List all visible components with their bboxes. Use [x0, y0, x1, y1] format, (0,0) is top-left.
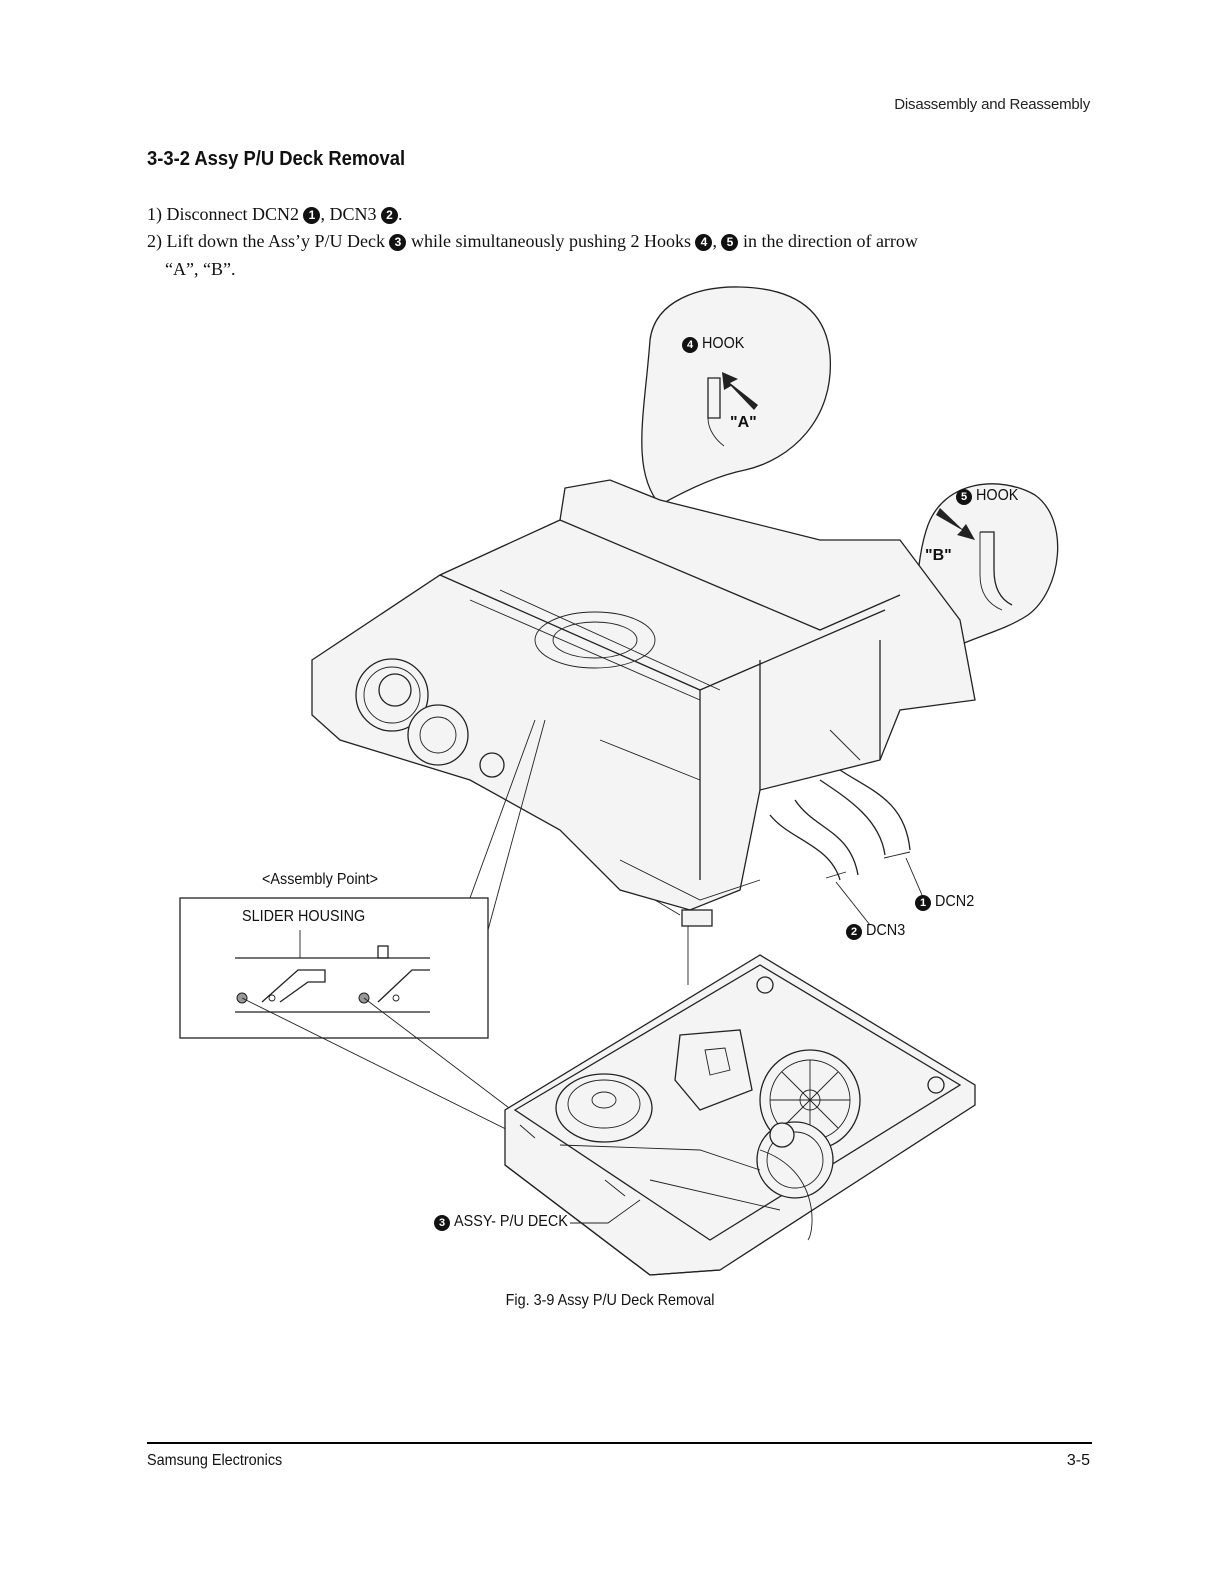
hook-4-label: 4 HOOK: [682, 335, 750, 353]
step-2-continuation: “A”, “B”.: [165, 259, 236, 279]
step-1-mid: , DCN3: [320, 204, 377, 224]
marker-2-figure: 2: [846, 924, 862, 940]
arrow-b-icon: [936, 508, 975, 540]
dcn2-label: 1 DCN2: [915, 893, 979, 911]
hook-5-label: 5 HOOK: [956, 487, 1024, 505]
arrow-b-label: "B": [925, 547, 952, 564]
arrow-a-icon: [722, 372, 758, 410]
gear-assembly-top: [355, 658, 505, 778]
marker-5-badge: 5: [721, 234, 739, 251]
step-2-sep: ,: [712, 231, 717, 251]
hook-5-text: HOOK: [976, 487, 1019, 504]
pu-deck-leader: [570, 1199, 641, 1224]
pu-deck-tray: [504, 954, 976, 1276]
step-2: 2) Lift down the Ass’y P/U Deck 3 while …: [147, 231, 918, 252]
footer-page-number: 3-5: [1066, 1452, 1090, 1469]
marker-2-badge: 2: [381, 207, 398, 224]
figure-caption-text: Fig. 3-9 Assy P/U Deck Removal: [505, 1292, 715, 1309]
dcn2-leader: [905, 857, 923, 896]
dcn2-text: DCN2: [935, 893, 975, 910]
step-2-mid: while simultaneously pushing 2 Hooks: [410, 231, 691, 251]
footer-company: Samsung Electronics: [147, 1452, 283, 1469]
deck-housing: [311, 479, 976, 911]
dcn3-label: 2 DCN3: [846, 922, 910, 940]
arrow-a-label: "A": [730, 414, 757, 431]
connector-wire: [654, 899, 713, 985]
marker-4-figure: 4: [682, 337, 698, 353]
pu-deck-text: ASSY- P/U DECK: [454, 1213, 569, 1230]
marker-3-figure: 3: [434, 1215, 450, 1231]
marker-4-badge: 4: [695, 234, 713, 251]
page-heading: 3-3-2 Assy P/U Deck Removal: [147, 148, 406, 170]
hook-4-text: HOOK: [702, 335, 745, 352]
section-header: Disassembly and Reassembly: [894, 96, 1090, 113]
dcn3-text: DCN3: [866, 922, 906, 939]
step-2-text: 2) Lift down the Ass’y P/U Deck: [147, 231, 385, 251]
pu-deck-label: 3 ASSY- P/U DECK: [434, 1213, 581, 1231]
ribbon-cables: [769, 769, 911, 881]
step-1-text: 1) Disconnect DCN2: [147, 204, 299, 224]
marker-1-figure: 1: [915, 895, 931, 911]
dcn3-leader: [835, 881, 871, 926]
footer-rule: [147, 1442, 1092, 1444]
hook-4-callout: [641, 286, 831, 506]
slider-housing-label: SLIDER HOUSING: [242, 908, 366, 925]
marker-1-badge: 1: [303, 207, 321, 224]
step-2-end: in the direction of arrow: [742, 231, 918, 251]
assembly-point-inset: [179, 719, 621, 1193]
marker-5-figure: 5: [956, 489, 972, 505]
assembly-point-label: <Assembly Point>: [262, 871, 379, 888]
step-1: 1) Disconnect DCN2 1, DCN3 2.: [147, 204, 403, 225]
marker-3-badge: 3: [389, 234, 407, 251]
step-1-end: .: [398, 204, 403, 224]
figure-caption: Fig. 3-9 Assy P/U Deck Removal: [0, 1292, 1220, 1310]
